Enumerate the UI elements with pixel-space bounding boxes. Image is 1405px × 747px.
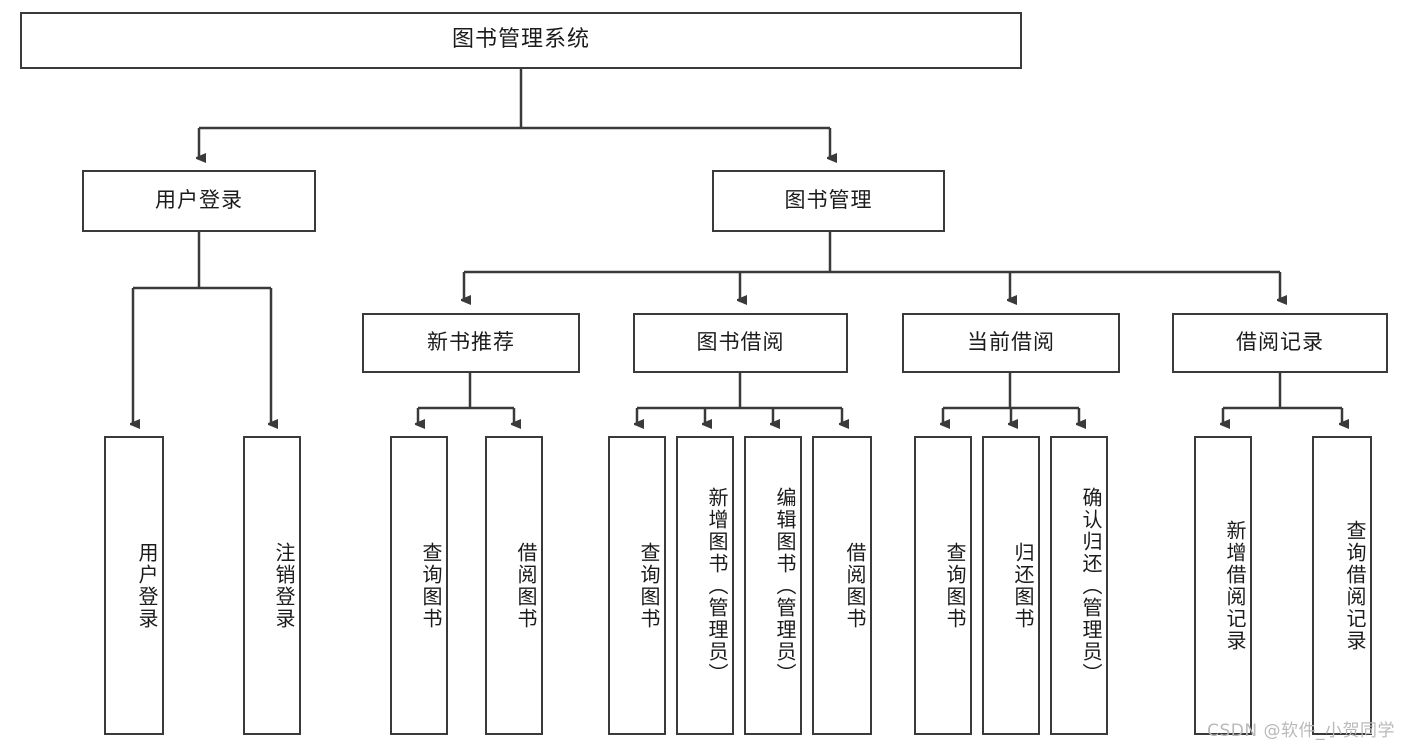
node-label: 查询借阅记录 (1343, 519, 1367, 652)
node-label: 新书推荐 (427, 330, 515, 355)
node-root[interactable]: 图书管理系统 (20, 12, 1022, 69)
node-new-book-recommend[interactable]: 新书推荐 (362, 313, 580, 373)
leaf-borrow-book-recommend[interactable]: 借阅图书 (485, 436, 543, 735)
node-label: 当前借阅 (967, 330, 1055, 355)
node-label: 新增图书（管理员） (705, 486, 729, 685)
node-label: 编辑图书（管理员） (773, 486, 797, 685)
leaf-query-book-current[interactable]: 查询图书 (914, 436, 972, 735)
node-label: 新增借阅记录 (1223, 519, 1247, 652)
node-label: 图书管理 (784, 188, 873, 213)
node-label: 借阅图书 (514, 541, 538, 630)
node-label: 查询图书 (943, 541, 967, 630)
node-book-borrow[interactable]: 图书借阅 (633, 313, 848, 373)
node-label: 借阅图书 (843, 541, 867, 630)
node-label: 借阅记录 (1236, 330, 1324, 355)
leaf-return-book[interactable]: 归还图书 (982, 436, 1040, 735)
node-label: 查询图书 (419, 541, 443, 630)
node-label: 查询图书 (637, 541, 661, 630)
leaf-edit-book-admin[interactable]: 编辑图书（管理员） (744, 436, 802, 735)
node-label: 图书管理系统 (451, 27, 590, 53)
leaf-query-book-borrow[interactable]: 查询图书 (608, 436, 666, 735)
node-label: 确认归还（管理员） (1079, 486, 1103, 685)
watermark: CSDN @软件_小贺同学 (1207, 721, 1395, 741)
node-book-management[interactable]: 图书管理 (712, 170, 945, 232)
leaf-confirm-return-admin[interactable]: 确认归还（管理员） (1050, 436, 1108, 735)
node-label: 用户登录 (135, 541, 159, 630)
node-label: 注销登录 (272, 541, 296, 630)
leaf-add-book-admin[interactable]: 新增图书（管理员） (676, 436, 734, 735)
node-current-borrow[interactable]: 当前借阅 (902, 313, 1120, 373)
node-label: 图书借阅 (696, 330, 785, 355)
leaf-borrow-book[interactable]: 借阅图书 (812, 436, 872, 735)
node-label: 用户登录 (155, 188, 243, 213)
node-borrow-record[interactable]: 借阅记录 (1172, 313, 1388, 373)
node-label: 归还图书 (1011, 541, 1035, 630)
leaf-query-book-recommend[interactable]: 查询图书 (390, 436, 448, 735)
leaf-add-borrow-record[interactable]: 新增借阅记录 (1194, 436, 1252, 735)
leaf-user-login[interactable]: 用户登录 (104, 436, 164, 735)
node-user-login[interactable]: 用户登录 (82, 170, 316, 232)
leaf-query-borrow-record[interactable]: 查询借阅记录 (1312, 436, 1372, 735)
leaf-logout[interactable]: 注销登录 (243, 436, 301, 735)
